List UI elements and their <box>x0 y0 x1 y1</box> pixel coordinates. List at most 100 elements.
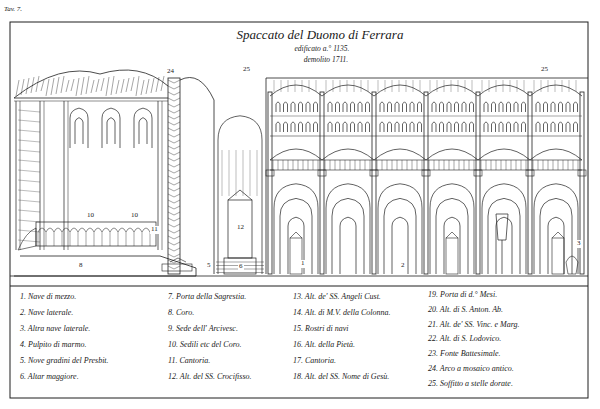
balustrade <box>478 170 530 171</box>
gallery-window <box>343 102 347 112</box>
baluster <box>474 160 475 170</box>
gallery-window <box>470 102 474 112</box>
date-note: demolito 1711. <box>304 56 348 64</box>
baluster <box>387 160 388 170</box>
balustrade <box>270 170 322 171</box>
gallery-window <box>447 102 451 112</box>
vault-hatching <box>56 77 59 94</box>
baluster <box>298 160 299 170</box>
mosaic-pattern <box>168 188 180 191</box>
callout-number: 2 <box>400 262 406 270</box>
vault-hatching <box>36 76 39 92</box>
gallery-window <box>395 122 399 132</box>
pier-capital <box>370 170 378 176</box>
gallery-window <box>388 102 392 112</box>
ceiling-hatching <box>510 80 511 92</box>
ceiling-hatching <box>281 80 282 92</box>
ceiling-hatching <box>548 80 549 92</box>
gallery-window <box>410 122 414 132</box>
baluster <box>370 160 371 170</box>
baluster <box>283 160 284 170</box>
baluster <box>516 160 517 170</box>
legend-entry: 4. Pulpito di marmo. <box>20 341 86 350</box>
ceiling-hatching <box>361 80 362 92</box>
vault-hatching <box>146 79 149 94</box>
callout-number: 12 <box>236 224 245 232</box>
apse-shading <box>229 150 230 196</box>
ceiling-hatching <box>465 80 466 92</box>
baluster <box>392 160 393 170</box>
wall-shading <box>18 110 40 112</box>
gallery-window <box>492 122 496 132</box>
pier-capital <box>422 170 430 176</box>
mosaic-arch-pier <box>168 78 180 274</box>
callout-number: 1 <box>300 260 306 268</box>
wall-shading <box>18 130 40 132</box>
ceiling-hatching <box>295 80 296 92</box>
legend-divider <box>10 286 588 287</box>
wall-shading <box>18 190 40 192</box>
gallery-window <box>291 102 295 112</box>
gallery-window <box>544 102 548 112</box>
ceiling-hatching <box>406 80 407 92</box>
choir-vault <box>14 70 168 98</box>
gallery-window <box>551 122 555 132</box>
callout-number: 6 <box>238 263 244 271</box>
gallery-window <box>328 122 332 132</box>
wall-shading <box>18 160 40 162</box>
vault-hatching <box>131 77 134 91</box>
archbishop-seat-step <box>162 264 192 271</box>
legend-entry: 17. Cantoria. <box>293 357 336 366</box>
baluster <box>377 160 378 170</box>
apse-opening <box>218 116 262 274</box>
gallery-window <box>358 122 362 132</box>
stall-divider <box>142 232 143 246</box>
mosaic-pattern <box>168 218 180 221</box>
gallery-window <box>484 122 488 132</box>
wall-shading <box>18 150 40 152</box>
ceiling-hatching <box>437 80 438 92</box>
ceiling-hatching <box>368 80 369 92</box>
wall-shading <box>18 140 40 142</box>
ceiling-hatching <box>430 80 431 92</box>
gallery-window <box>507 102 511 112</box>
legend-entry: 6. Altar maggiore. <box>20 373 79 382</box>
ceiling-hatching <box>316 80 317 92</box>
aisle-arcade <box>332 198 364 274</box>
outer-aisle-arch <box>548 217 564 274</box>
stall-canopy <box>110 228 118 232</box>
baluster <box>407 160 408 170</box>
mosaic-pattern <box>168 104 180 107</box>
ceiling-hatching <box>569 80 570 92</box>
choir-pilaster <box>64 101 65 250</box>
legend-entry: 16. Alt. della Pietà. <box>293 341 355 350</box>
vault-hatching <box>111 76 114 95</box>
legend-entry: 22. Alt. di S. Lodovico. <box>428 335 501 344</box>
baluster <box>578 160 579 170</box>
gallery-window <box>499 102 503 112</box>
aisle-arcade <box>384 198 416 274</box>
gallery-window <box>284 102 288 112</box>
baluster <box>496 160 497 170</box>
legend-entry: 10. Sedili etc del Coro. <box>168 341 241 350</box>
date-note: edificato a.° 1135. <box>295 45 350 53</box>
window-mullion <box>107 118 115 144</box>
stall-canopy <box>46 228 54 232</box>
wall-shading <box>18 230 40 232</box>
gallery-window <box>566 102 570 112</box>
gallery-cornice <box>530 116 582 117</box>
vault-hatching <box>61 76 64 93</box>
presbytery-floor <box>14 256 196 276</box>
vault-hatching <box>26 78 29 94</box>
baluster <box>449 160 450 170</box>
baluster <box>422 160 423 170</box>
stall-divider <box>150 232 151 246</box>
ceiling-hatching <box>534 80 535 92</box>
choir-pilaster <box>44 101 45 250</box>
stall-canopy <box>70 228 78 232</box>
balustrade <box>322 170 374 171</box>
vault-rib <box>478 85 530 96</box>
nave-arcade <box>430 184 474 274</box>
vault-hatching <box>101 78 104 91</box>
vault-hatching <box>86 76 89 94</box>
